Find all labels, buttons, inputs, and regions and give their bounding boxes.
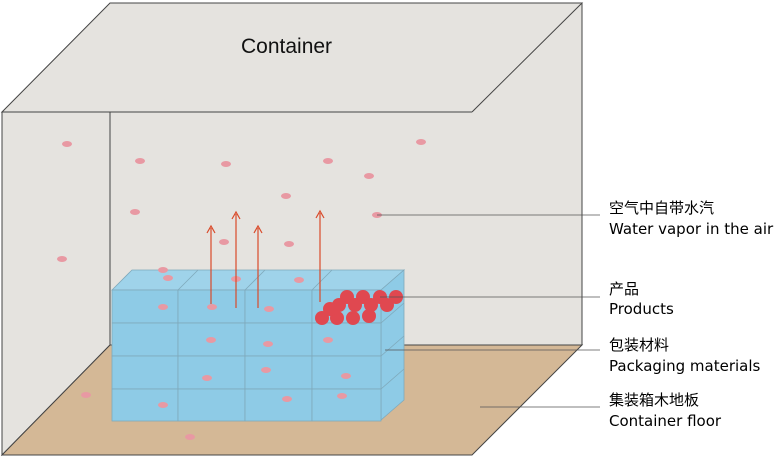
water-vapor-dots (57, 139, 426, 440)
label-packaging-zh: 包装材料 (609, 336, 670, 354)
label-floor-zh: 集装箱木地板 (609, 391, 700, 409)
container-title: Container (241, 35, 333, 58)
label-packaging-en: Packaging materials (609, 357, 761, 375)
label-products-en: Products (609, 300, 674, 318)
label-water-vapor-en: Water vapor in the air (609, 220, 774, 238)
label-products-zh: 产品 (609, 280, 640, 298)
evaporation-arrows (206, 209, 325, 308)
label-water-vapor-zh: 空气中自带水汽 (609, 199, 715, 217)
leader-lines (377, 214, 600, 408)
label-floor-en: Container floor (609, 412, 722, 430)
